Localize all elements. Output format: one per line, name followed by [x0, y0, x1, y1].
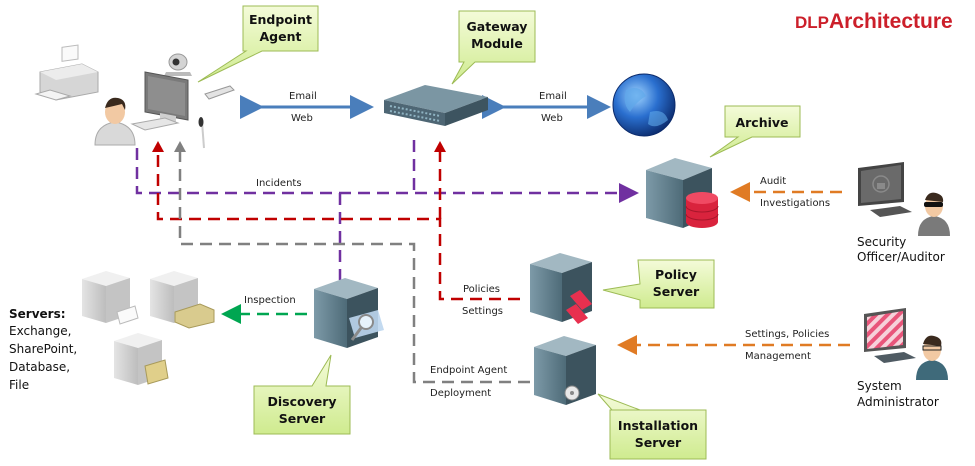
user-icon — [94, 97, 136, 146]
callout-policy-server: Policy Server — [602, 259, 715, 309]
arrowhead-policies-gateway — [434, 141, 446, 152]
sharepoint-server-icon — [150, 271, 215, 329]
security-officer-avatar — [918, 192, 950, 236]
security-officer-label-line1: Security — [857, 235, 906, 249]
label-policies: Policies — [463, 284, 500, 295]
arrowhead-policies-endpoint — [152, 141, 164, 152]
callout-endpoint-agent-line1: Endpoint — [249, 12, 312, 27]
label-endpoint-agent: Endpoint Agent — [430, 365, 507, 376]
deployment-line — [178, 150, 530, 384]
title-prefix: DLP — [795, 13, 829, 32]
incidents-line-endpoint — [135, 148, 639, 203]
callout-installation-line1: Installation — [618, 418, 698, 433]
label-web-2: Web — [541, 113, 563, 124]
system-admin-workstation-icon — [864, 308, 916, 363]
label-deployment: Deployment — [430, 388, 491, 399]
flow-gateway-internet: Email Web — [482, 91, 611, 124]
printer-icon — [34, 44, 99, 101]
gateway-switch-icon — [384, 85, 488, 126]
callout-discovery-line2: Server — [279, 411, 326, 426]
label-management: Management — [745, 351, 811, 362]
usb-drive-icon — [204, 85, 235, 100]
servers-item-exchange: Exchange, — [9, 324, 71, 338]
flow-endpoint-gateway: Email Web — [240, 91, 374, 124]
internet-globe-icon — [612, 73, 676, 137]
callout-policy-line1: Policy — [655, 267, 697, 282]
callout-gateway-line2: Module — [471, 36, 523, 51]
security-officer-workstation-icon — [858, 162, 912, 217]
flow-incidents — [135, 140, 639, 280]
servers-heading: Servers: — [9, 307, 66, 321]
callout-gateway-line1: Gateway — [467, 19, 528, 34]
arrowhead-deployment — [174, 141, 186, 152]
callout-installation-line2: Server — [635, 435, 682, 450]
label-email-1: Email — [289, 91, 317, 102]
label-web-1: Web — [291, 113, 313, 124]
label-settings: Settings — [462, 306, 503, 317]
monitor-icon — [130, 71, 189, 131]
label-inspection: Inspection — [244, 295, 296, 306]
microphone-icon — [198, 117, 205, 149]
callout-endpoint-agent: Endpoint Agent — [197, 5, 319, 83]
exchange-server-icon — [82, 271, 139, 325]
callout-gateway-module: Gateway Module — [451, 10, 536, 85]
callout-installation-server: Installation Server — [597, 393, 707, 460]
servers-item-file: File — [9, 378, 29, 392]
security-officer-label-line2: Officer/Auditor — [857, 250, 945, 264]
flow-policies — [156, 150, 520, 301]
system-admin-avatar — [916, 335, 948, 380]
servers-item-database: Database, — [9, 360, 70, 374]
callout-discovery-server: Discovery Server — [253, 354, 351, 435]
system-admin-label-line2: Administrator — [857, 395, 939, 409]
webcam-icon — [164, 53, 192, 76]
diagram-title: DLP Architecture — [795, 10, 953, 33]
system-admin-label-line1: System — [857, 379, 902, 393]
label-settings-policies: Settings, Policies — [745, 329, 829, 340]
installation-server-icon — [534, 336, 596, 405]
callout-discovery-line1: Discovery — [267, 394, 336, 409]
label-incidents: Incidents — [256, 178, 302, 189]
label-email-2: Email — [539, 91, 567, 102]
database-icon — [685, 192, 719, 228]
magnifier-icon — [349, 310, 384, 341]
callout-archive-label: Archive — [735, 115, 788, 130]
callout-archive: Archive — [709, 105, 801, 158]
servers-list: Servers: Exchange, SharePoint, Database,… — [9, 307, 77, 392]
label-investigations: Investigations — [760, 198, 830, 209]
file-server-icon — [114, 333, 169, 385]
label-audit: Audit — [760, 176, 786, 187]
title-main: Architecture — [829, 10, 953, 33]
callout-endpoint-agent-line2: Agent — [260, 29, 302, 44]
servers-item-sharepoint: SharePoint, — [9, 342, 77, 356]
policy-server-icon — [530, 253, 592, 324]
callout-policy-line2: Server — [653, 284, 700, 299]
flow-deployment — [178, 150, 530, 384]
